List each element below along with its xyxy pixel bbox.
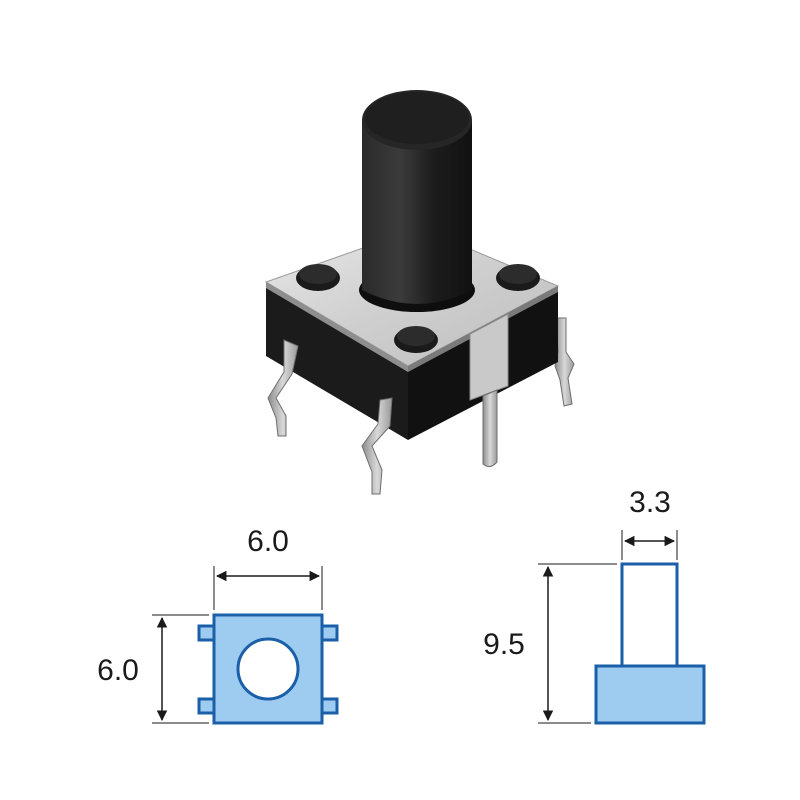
pin-front-right	[482, 389, 498, 468]
side-view-height-label: 9.5	[483, 628, 525, 661]
top-view: 6.0 6.0	[97, 525, 339, 725]
top-view-plunger	[236, 637, 300, 701]
body-left-side	[266, 282, 408, 440]
side-view: 3.3 9.5	[483, 486, 706, 725]
plunger-column	[362, 120, 472, 304]
pin-back-left	[267, 339, 299, 437]
plate-edge	[266, 282, 408, 372]
top-view-height-label: 6.0	[97, 654, 139, 687]
switch-3d-illustration	[264, 90, 575, 495]
top-view-width-label: 6.0	[247, 525, 289, 558]
side-view-plunger	[620, 562, 679, 668]
metal-clip	[469, 313, 509, 401]
side-view-plunger-width-label: 3.3	[629, 486, 671, 519]
side-view-body	[594, 664, 706, 725]
pin-front-left	[361, 397, 393, 495]
